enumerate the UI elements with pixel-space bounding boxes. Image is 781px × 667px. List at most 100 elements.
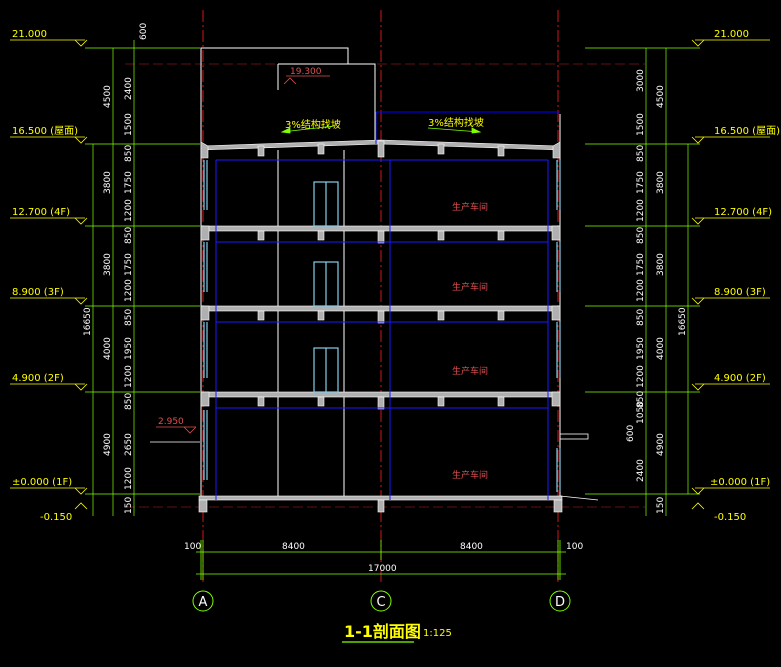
dim-right-2: 1500 — [636, 113, 646, 136]
title-text: 1-1剖面图 — [344, 622, 421, 641]
dim-left-outer-3: 3800 — [103, 253, 113, 276]
dim-right-outer-3: 3800 — [656, 253, 666, 276]
dim-bottom-total: 17000 — [368, 564, 397, 574]
dim-left-5: 1750 — [124, 171, 134, 194]
level-right-2f: 4.900 (2F) — [714, 373, 766, 384]
dim-left-10: 850 — [124, 309, 134, 326]
dim-right-3: 850 — [636, 145, 646, 162]
dim-right-6: 850 — [636, 227, 646, 244]
room-label-1f: 生产车间 — [452, 469, 488, 481]
drawing-title: 1-1剖面图 1:125 — [342, 622, 452, 643]
room-labels: 生产车间 生产车间 生产车间 生产车间 — [452, 201, 488, 481]
level-left-2f: 4.900 (2F) — [12, 373, 64, 384]
axis-label-d: D — [555, 595, 565, 610]
floor-slabs — [198, 225, 563, 513]
level-guide-lines — [125, 63, 645, 508]
room-label-3f: 生产车间 — [452, 281, 488, 293]
dim-left-total: 16650 — [83, 307, 93, 336]
dim-right-1: 3000 — [636, 69, 646, 92]
dim-left-outer-1: 4500 — [103, 85, 113, 108]
dim-right-7: 1750 — [636, 253, 646, 276]
level-right-3f: 8.900 (3F) — [714, 287, 766, 298]
room-label-4f: 生产车间 — [452, 201, 488, 213]
dim-left-outer-5: 4900 — [103, 433, 113, 456]
dim-left-7: 850 — [124, 227, 134, 244]
axis-bubble-d — [549, 590, 571, 612]
level-left-3f: 8.900 (3F) — [12, 287, 64, 298]
building-section — [200, 47, 561, 500]
slope-notes: 3%结构找坡 3%结构找坡 — [280, 116, 484, 134]
axis-bubble-c — [370, 590, 392, 612]
floor-reference-lines — [85, 47, 700, 495]
right-level-marks: 21.000 16.500 (屋面) 12.700 (4F) 8.900 (3F… — [691, 29, 780, 523]
spot-levels: 19.300 2.950 — [156, 67, 330, 434]
dim-left-14: 2650 — [124, 433, 134, 456]
level-right-21000: 21.000 — [714, 29, 749, 40]
dim-right-11: 1200 — [636, 365, 646, 388]
dim-right-outer-5: 4900 — [656, 433, 666, 456]
level-left-21000: 21.000 — [12, 29, 47, 40]
dim-left-3: 1500 — [124, 113, 134, 136]
level-left-ground: -0.150 — [40, 512, 72, 523]
dim-right-13: 850 — [636, 391, 646, 408]
dim-right-12: 1050 — [636, 401, 646, 424]
level-right-ground: -0.150 — [714, 512, 746, 523]
slope-note-right: 3%结构找坡 — [428, 116, 484, 129]
dim-bottom-left-offset: 100 — [184, 542, 201, 552]
dim-bottom-right-offset: 100 — [566, 542, 583, 552]
scale-text: 1:125 — [423, 628, 452, 639]
left-level-marks: 21.000 16.500 (屋面) 12.700 (4F) 8.900 (3F… — [10, 29, 88, 523]
right-inner-dimensions: 3000 1500 850 1750 1200 850 1750 1200 85… — [626, 69, 666, 514]
spot-level-2950: 2.950 — [158, 417, 184, 427]
level-right-1f: ±0.000 (1F) — [710, 477, 770, 488]
dim-left-1: 600 — [139, 23, 149, 40]
dim-left-4: 850 — [124, 145, 134, 162]
dim-left-15: 1200 — [124, 467, 134, 490]
dim-right-10: 1950 — [636, 337, 646, 360]
axis-label-c: C — [376, 595, 385, 610]
left-outer-dimensions: 4500 3800 3800 4000 4900 16650 — [83, 85, 113, 456]
dim-left-16: 150 — [124, 497, 134, 514]
level-right-4f: 12.700 (4F) — [714, 207, 772, 218]
dim-bottom-span2: 8400 — [460, 542, 483, 552]
dim-left-8: 1750 — [124, 253, 134, 276]
left-dimension-chain — [92, 40, 135, 516]
dim-right-outer-4: 4000 — [656, 337, 666, 360]
dim-left-9: 1200 — [124, 279, 134, 302]
dim-left-outer-4: 4000 — [103, 337, 113, 360]
dim-left-13: 850 — [124, 393, 134, 410]
dim-right-9: 850 — [636, 309, 646, 326]
dim-right-4: 1750 — [636, 171, 646, 194]
axis-bubble-a — [192, 590, 214, 612]
dim-right-outer-1: 4500 — [656, 85, 666, 108]
level-left-4f: 12.700 (4F) — [12, 207, 70, 218]
dim-right-16: 150 — [656, 497, 666, 514]
dim-right-14: 600 — [626, 425, 636, 442]
level-left-1f: ±0.000 (1F) — [12, 477, 72, 488]
dim-right-total: 16650 — [678, 307, 688, 336]
dim-bottom-span1: 8400 — [282, 542, 305, 552]
dim-right-outer-2: 3800 — [656, 171, 666, 194]
right-outer-dimensions: 4500 3800 3800 4000 4900 16650 — [656, 85, 688, 456]
axis-bubbles: A C D — [192, 590, 571, 612]
slope-note-left: 3%结构找坡 — [285, 118, 341, 131]
dim-right-8: 1200 — [636, 279, 646, 302]
level-left-roof: 16.500 (屋面) — [12, 125, 78, 137]
canopy — [559, 433, 599, 501]
dim-right-5: 1200 — [636, 199, 646, 222]
dim-left-outer-2: 3800 — [103, 171, 113, 194]
dim-left-11: 1950 — [124, 337, 134, 360]
left-inner-dimensions: 600 2400 1500 850 1750 1200 850 1750 120… — [124, 23, 149, 514]
level-right-roof: 16.500 (屋面) — [714, 125, 780, 137]
room-label-2f: 生产车间 — [452, 365, 488, 377]
dim-left-6: 1200 — [124, 199, 134, 222]
beam-lines — [215, 112, 549, 500]
dim-right-15: 2400 — [636, 459, 646, 482]
spot-level-19300: 19.300 — [290, 67, 322, 77]
windows — [203, 160, 561, 492]
axis-label-a: A — [199, 595, 208, 610]
roof-slab — [200, 139, 561, 159]
dim-left-12: 1200 — [124, 365, 134, 388]
bottom-dimension-text: 100 8400 8400 100 17000 — [184, 542, 583, 574]
